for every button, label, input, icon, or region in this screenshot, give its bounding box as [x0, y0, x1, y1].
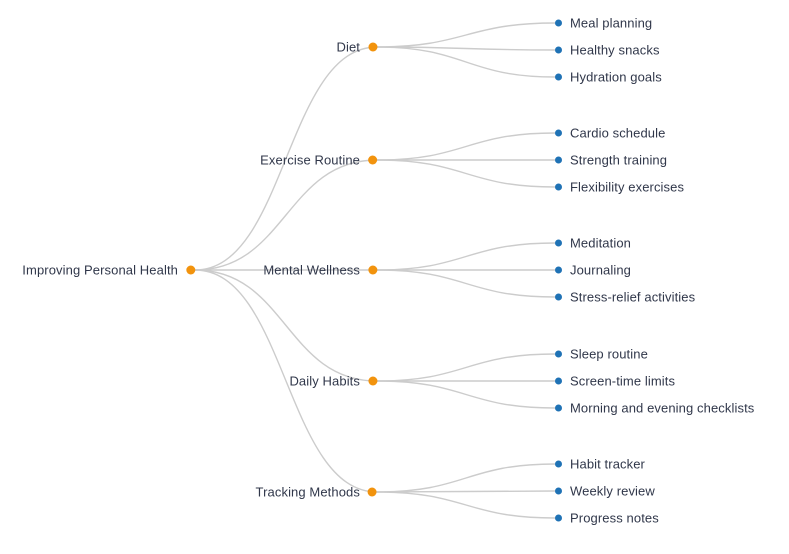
blue-dot-icon[interactable]: [555, 266, 562, 274]
orange-dot-icon[interactable]: [368, 265, 377, 275]
blue-dot-icon[interactable]: [555, 377, 562, 385]
blue-dot-icon[interactable]: [555, 460, 562, 468]
tree-edge: [194, 269, 378, 382]
leaf-node-strength-training[interactable]: Strength training: [555, 154, 667, 167]
leaf-node-morning-and-evening-checklists[interactable]: Morning and evening checklists: [555, 402, 754, 415]
leaf-node-hydration-goals[interactable]: Hydration goals: [555, 71, 662, 84]
blue-dot-icon[interactable]: [555, 239, 562, 247]
leaf-node-label: Cardio schedule: [570, 125, 666, 141]
leaf-node-label: Screen-time limits: [570, 373, 676, 389]
leaf-node-label: Healthy snacks: [570, 42, 660, 58]
blue-dot-icon[interactable]: [555, 129, 562, 137]
leaf-node-healthy-snacks[interactable]: Healthy snacks: [555, 44, 660, 57]
leaf-node-label: Meal planning: [570, 15, 653, 31]
leaf-node-meditation[interactable]: Meditation: [555, 237, 631, 250]
leaf-node-habit-tracker[interactable]: Habit tracker: [555, 458, 645, 471]
branch-node-label: Exercise Routine: [260, 152, 360, 168]
tree-edge: [376, 46, 556, 78]
tree-edge: [376, 269, 556, 298]
branch-node-diet[interactable]: Diet: [336, 41, 377, 54]
blue-dot-icon[interactable]: [555, 19, 562, 27]
tree-edge: [376, 159, 556, 188]
tree-edge: [376, 491, 556, 519]
orange-dot-icon[interactable]: [368, 155, 377, 165]
blue-dot-icon[interactable]: [555, 183, 562, 191]
leaf-node-sleep-routine[interactable]: Sleep routine: [555, 348, 648, 361]
leaf-node-label: Habit tracker: [570, 456, 645, 472]
orange-dot-icon[interactable]: [368, 487, 377, 497]
tree-edge: [376, 242, 556, 271]
root-node-improving-personal-health[interactable]: Improving Personal Health: [22, 264, 195, 277]
leaf-node-weekly-review[interactable]: Weekly review: [555, 485, 655, 498]
branch-node-exercise-routine[interactable]: Exercise Routine: [260, 154, 377, 167]
leaf-node-journaling[interactable]: Journaling: [555, 264, 631, 277]
blue-dot-icon[interactable]: [555, 350, 562, 358]
leaf-node-label: Stress-relief activities: [570, 289, 696, 305]
branch-node-mental-wellness[interactable]: Mental Wellness: [263, 264, 377, 277]
leaf-node-label: Strength training: [570, 152, 668, 168]
tree-edge: [376, 22, 556, 48]
blue-dot-icon[interactable]: [555, 73, 562, 81]
leaf-node-progress-notes[interactable]: Progress notes: [555, 512, 659, 525]
leaf-node-label: Weekly review: [570, 483, 655, 499]
blue-dot-icon[interactable]: [555, 514, 562, 522]
tree-edge: [194, 159, 378, 271]
leaf-node-stress-relief-activities[interactable]: Stress-relief activities: [555, 291, 695, 304]
blue-dot-icon[interactable]: [555, 404, 562, 412]
blue-dot-icon[interactable]: [555, 46, 562, 54]
leaf-node-screen-time-limits[interactable]: Screen-time limits: [555, 375, 675, 388]
tree-edge: [376, 463, 556, 493]
leaf-node-label: Morning and evening checklists: [570, 400, 755, 416]
leaf-node-flexibility-exercises[interactable]: Flexibility exercises: [555, 181, 684, 194]
branch-node-label: Daily Habits: [289, 373, 360, 389]
orange-dot-icon[interactable]: [368, 376, 377, 386]
tree-edge: [376, 46, 556, 51]
leaf-node-label: Flexibility exercises: [570, 179, 685, 195]
tree-edge: [376, 132, 556, 161]
tree-edge: [376, 353, 556, 382]
orange-dot-icon[interactable]: [186, 265, 195, 275]
branch-node-label: Mental Wellness: [263, 262, 360, 278]
blue-dot-icon[interactable]: [555, 487, 562, 495]
leaf-node-cardio-schedule[interactable]: Cardio schedule: [555, 127, 665, 140]
tree-edge: [376, 380, 556, 409]
root-node-label: Improving Personal Health: [22, 262, 178, 278]
leaf-node-label: Journaling: [570, 262, 631, 278]
branch-node-label: Diet: [336, 39, 360, 55]
leaf-node-label: Meditation: [570, 235, 631, 251]
orange-dot-icon[interactable]: [368, 42, 377, 52]
branch-node-tracking-methods[interactable]: Tracking Methods: [256, 486, 377, 499]
branch-node-daily-habits[interactable]: Daily Habits: [289, 375, 377, 388]
tree-edge: [376, 490, 556, 493]
leaf-node-label: Hydration goals: [570, 69, 662, 85]
leaf-node-label: Sleep routine: [570, 346, 648, 362]
blue-dot-icon[interactable]: [555, 293, 562, 301]
branch-node-label: Tracking Methods: [255, 484, 360, 500]
blue-dot-icon[interactable]: [555, 156, 562, 164]
leaf-node-meal-planning[interactable]: Meal planning: [555, 17, 652, 30]
leaf-node-label: Progress notes: [570, 510, 659, 526]
